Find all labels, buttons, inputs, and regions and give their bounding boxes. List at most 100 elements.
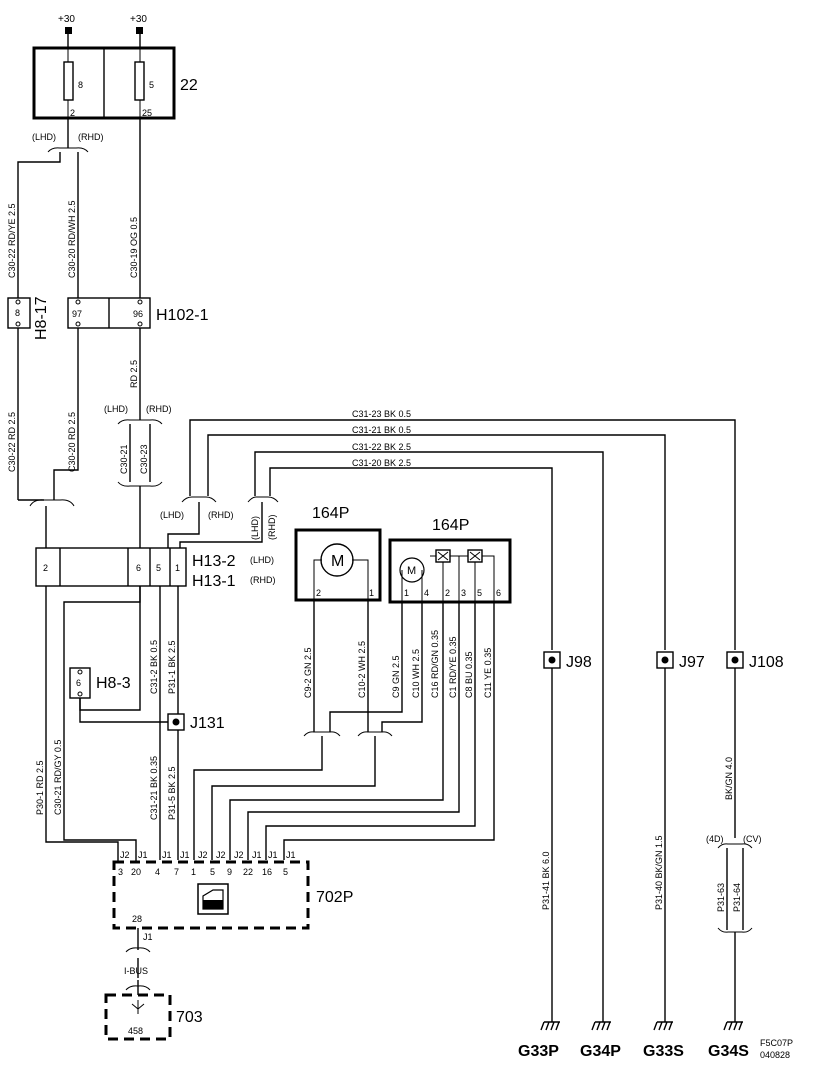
supply-label-1: +30: [58, 14, 75, 25]
connector-h13: [35, 547, 187, 587]
ibus-label: I-BUS: [124, 966, 148, 976]
variant-lhd-c31b: (LHD): [250, 516, 260, 540]
variant-rhd-mid: (RHD): [146, 404, 172, 414]
module-bottom-conn: J1: [143, 932, 153, 942]
motor-164p-2: [388, 538, 512, 604]
module-conn-label: J1: [286, 850, 296, 860]
motor2-m: M: [407, 565, 416, 577]
motor1-label: 164P: [312, 505, 349, 522]
motor1-pin-2: 2: [316, 588, 321, 598]
connector-h8-17: [7, 297, 31, 329]
wire-c31-20: C31-20 BK 2.5: [352, 458, 411, 468]
variant-lhd-mid: (LHD): [104, 404, 128, 414]
module-pins: 3 20 4 7 1 5 9 22 16 5: [118, 867, 288, 877]
j131-label: J131: [190, 715, 225, 732]
variant-rhd-c31b: (RHD): [267, 515, 277, 541]
wire-c11: C11 YE 0.35: [483, 648, 493, 698]
h8-17-label: H8-17: [33, 296, 50, 340]
wire-c30-19-og: C30-19 OG 0.5: [129, 217, 139, 278]
wire-c10: C10 WH 2.5: [411, 649, 421, 698]
wire-c10-2: C10-2 WH 2.5: [357, 641, 367, 698]
motor2-pin-1: 1: [404, 588, 409, 598]
wire-c9: C9 GN 2.5: [391, 655, 401, 698]
wire-p31-63: P31-63: [716, 883, 726, 912]
module-pin: 5: [210, 867, 215, 877]
module-conn-label: J1: [138, 850, 148, 860]
variant-lhd-top: (LHD): [32, 132, 56, 142]
motor2-pin-5: 5: [477, 588, 482, 598]
motor-164p-1: [294, 528, 382, 602]
module-conn-label: J2: [216, 850, 226, 860]
motor1-m: M: [331, 553, 344, 570]
module-conn-label: J2: [198, 850, 208, 860]
h13-1-label: H13-1: [192, 573, 236, 590]
module-pin: 5: [283, 867, 288, 877]
node-label: 703: [176, 1009, 203, 1026]
h13-pin-6: 6: [136, 563, 141, 573]
ref-code: F5C07P: [760, 1038, 793, 1048]
wire-c30-21-rdgy: C30-21 RD/GY 0.5: [53, 740, 63, 815]
motor2-pin-4: 4: [424, 588, 429, 598]
antenna-icon: [131, 1000, 145, 1014]
fuse-label-5: 5: [149, 80, 154, 90]
wire-c8: C8 BU 0.35: [464, 651, 474, 698]
module-702p: [112, 860, 310, 930]
wire-c30-20-rdwh: C30-20 RD/WH 2.5: [67, 200, 77, 278]
j98-label: J98: [566, 654, 592, 671]
motor2-label: 164P: [432, 517, 469, 534]
module-pin: 22: [243, 867, 253, 877]
ground-g33p: G33P: [518, 1043, 559, 1060]
wire-bkgn: BK/GN 4.0: [724, 757, 734, 800]
wire-c30-22-rd: C30-22 RD 2.5: [7, 412, 17, 472]
wire-c1: C1 RD/YE 0.35: [448, 636, 458, 698]
module-conn-label: J2: [234, 850, 244, 860]
wire-rd-25: RD 2.5: [129, 360, 139, 388]
h8-3-label: H8-3: [96, 675, 131, 692]
j108-label: J108: [749, 654, 784, 671]
module-label: 702P: [316, 889, 353, 906]
wire-c31-21: C31-21 BK 0.5: [352, 425, 411, 435]
j97-label: J97: [679, 654, 705, 671]
window-lift-icon: [197, 883, 229, 915]
module-pin: 7: [174, 867, 179, 877]
h8-17-pin: 8: [15, 308, 20, 318]
h13-pin-5: 5: [156, 563, 161, 573]
wire-p31-41: P31-41 BK 6.0: [541, 851, 551, 910]
variant-4d: (4D): [706, 834, 724, 844]
module-bottom-pin: 28: [132, 914, 142, 924]
wire-c30-20-rd: C30-20 RD 2.5: [67, 412, 77, 472]
motor1-pin-1: 1: [369, 588, 374, 598]
motor2-pin-2: 2: [445, 588, 450, 598]
module-conn-label: J1: [252, 850, 262, 860]
module-pin: 20: [131, 867, 141, 877]
motor2-pin-6: 6: [496, 588, 501, 598]
supply-label-2: +30: [130, 14, 147, 25]
fuse-pin-2: 2: [70, 108, 75, 118]
variant-rhd-top: (RHD): [78, 132, 104, 142]
wire-c30-23: C30-23: [139, 444, 149, 474]
module-conn-label: J1: [162, 850, 172, 860]
variant-lhd-c31a: (LHD): [160, 510, 184, 520]
module-pin: 4: [155, 867, 160, 877]
wire-p31-1: P31-1 BK 2.5: [167, 640, 177, 694]
module-conn-label: J2: [120, 850, 130, 860]
h8-3-pin: 6: [76, 678, 81, 688]
module-pin: 9: [227, 867, 232, 877]
ground-symbols: [540, 1021, 743, 1031]
wire-c31-22: C31-22 BK 2.5: [352, 442, 411, 452]
wire-p31-5: P31-5 BK 2.5: [167, 766, 177, 820]
wire-c31-21-bk: C31-21 BK 0.35: [149, 756, 159, 820]
module-pin: 16: [262, 867, 272, 877]
h102-1-pin-97: 97: [72, 309, 82, 319]
h13-pin-1: 1: [175, 563, 180, 573]
module-pin: 1: [191, 867, 196, 877]
module-conn-labels: J2 J1 J1 J1 J2 J2 J2 J1 J1 J1: [120, 850, 296, 860]
variant-cv: (CV): [743, 834, 762, 844]
fuse-5: [134, 61, 145, 101]
ground-g34s: G34S: [708, 1043, 749, 1060]
fuse-8: [63, 61, 74, 101]
wire-c31-2: C31-2 BK 0.5: [149, 640, 159, 694]
h13-1-note: (RHD): [250, 575, 276, 585]
h13-pin-2: 2: [43, 563, 48, 573]
